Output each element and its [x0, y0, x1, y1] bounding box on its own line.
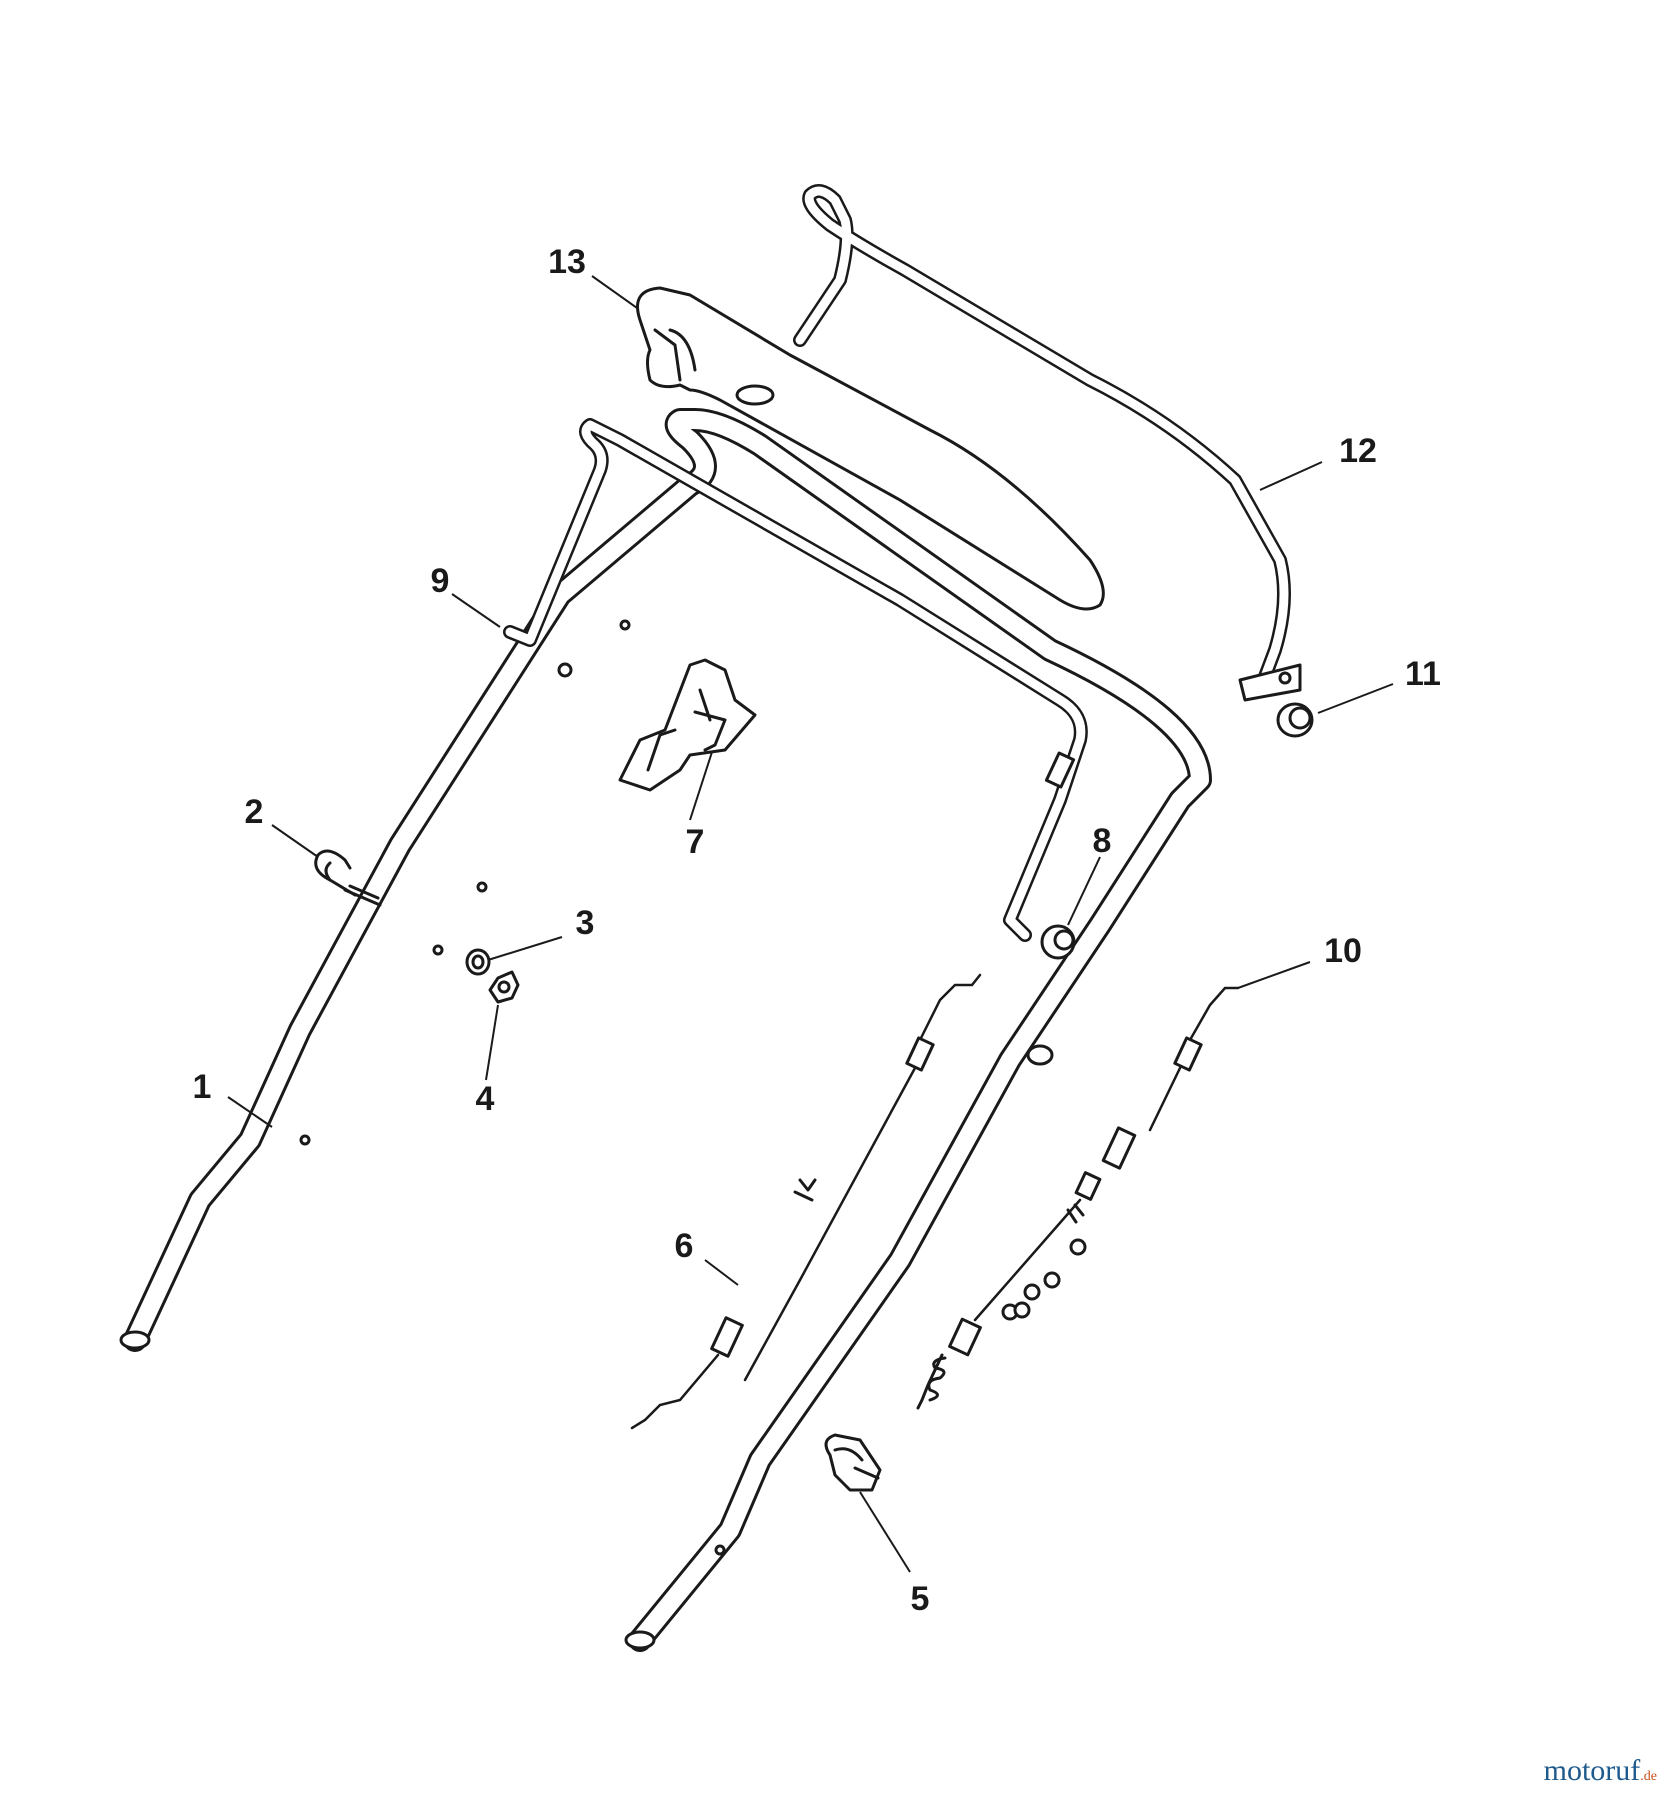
- part-4-nut: [488, 970, 520, 1004]
- leader-4: [485, 1004, 499, 1081]
- callout-11: 11: [1405, 655, 1441, 693]
- leader-12: [1259, 461, 1323, 491]
- leader-6: [704, 1259, 739, 1286]
- part-7-cable-bracket: [618, 658, 757, 792]
- callout-7: 7: [686, 823, 705, 861]
- callout-13: 13: [548, 243, 586, 281]
- watermark-tld: .de: [1640, 1769, 1657, 1784]
- part-3-washer: [465, 948, 491, 976]
- callout-2: 2: [245, 793, 264, 831]
- part-8-bushing: [1040, 924, 1076, 960]
- part-10-drive-cable: [916, 986, 1240, 1410]
- callout-9: 9: [431, 562, 450, 600]
- watermark-brand: motoruf: [1543, 1754, 1641, 1787]
- callout-labels: 1 2 3 4 5 6 7 8 9 10 11 12 13: [193, 243, 1441, 1618]
- leader-5: [859, 1491, 911, 1573]
- leader-7: [689, 751, 713, 821]
- leader-2: [271, 824, 319, 858]
- callout-12: 12: [1339, 432, 1377, 470]
- callout-6: 6: [675, 1227, 694, 1265]
- leader-11: [1317, 683, 1394, 714]
- part-2-hook-bolt: [314, 849, 382, 907]
- leader-lines: [227, 275, 1394, 1573]
- leader-9: [451, 593, 501, 628]
- leader-8: [1067, 856, 1101, 926]
- leader-10: [1237, 961, 1311, 989]
- callout-10: 10: [1324, 932, 1362, 970]
- callout-8: 8: [1093, 822, 1112, 860]
- part-12-upper-bail-bar: [793, 184, 1302, 702]
- part-6-control-cable: [630, 973, 982, 1430]
- part-5-cable-clip: [824, 1433, 882, 1492]
- leader-3: [487, 936, 563, 961]
- leader-1: [227, 1096, 273, 1128]
- part-9-lower-bail-bar: [503, 418, 1088, 942]
- callout-5: 5: [911, 1580, 930, 1618]
- part-1-handle-frame: [119, 408, 1212, 1652]
- callout-1: 1: [193, 1068, 212, 1106]
- watermark-logo: motoruf.de: [1544, 1754, 1657, 1788]
- callout-4: 4: [476, 1080, 495, 1118]
- callout-3: 3: [576, 904, 595, 942]
- part-13-grip-cover: [636, 286, 1105, 611]
- leader-13: [591, 275, 638, 309]
- part-11-end-cap: [1276, 702, 1314, 738]
